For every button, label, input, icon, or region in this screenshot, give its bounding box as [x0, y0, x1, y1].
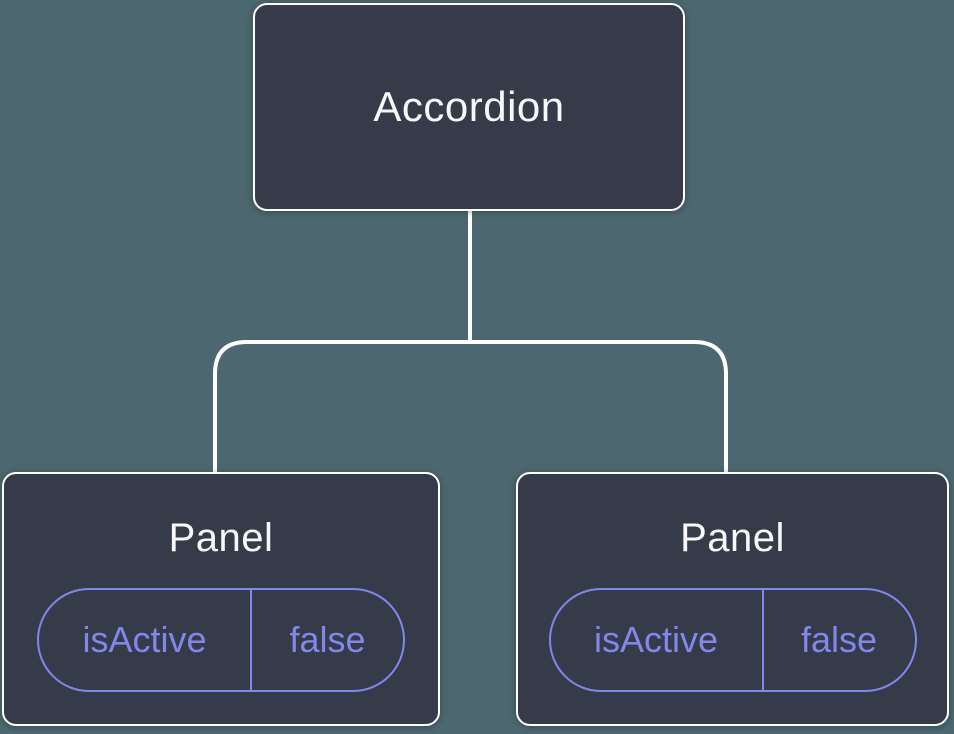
branch-bracket-line: [213, 340, 728, 474]
state-value-cell: false: [252, 590, 403, 690]
state-value-label: false: [801, 619, 878, 660]
state-pill: isActive false: [548, 588, 917, 692]
state-key-cell: isActive: [551, 590, 764, 690]
panel-node-right: Panel isActive false: [516, 472, 949, 726]
state-pill: isActive false: [37, 588, 405, 692]
state-value-cell: false: [764, 590, 915, 690]
panel-node-label: Panel: [168, 516, 274, 560]
state-key-label: isActive: [594, 619, 719, 660]
accordion-node: Accordion: [253, 3, 685, 211]
state-value-label: false: [289, 619, 366, 660]
state-key-label: isActive: [82, 619, 207, 660]
panel-node-left: Panel isActive false: [2, 472, 440, 726]
panel-node-label: Panel: [680, 516, 785, 560]
accordion-node-label: Accordion: [373, 83, 565, 130]
state-key-cell: isActive: [39, 590, 253, 690]
